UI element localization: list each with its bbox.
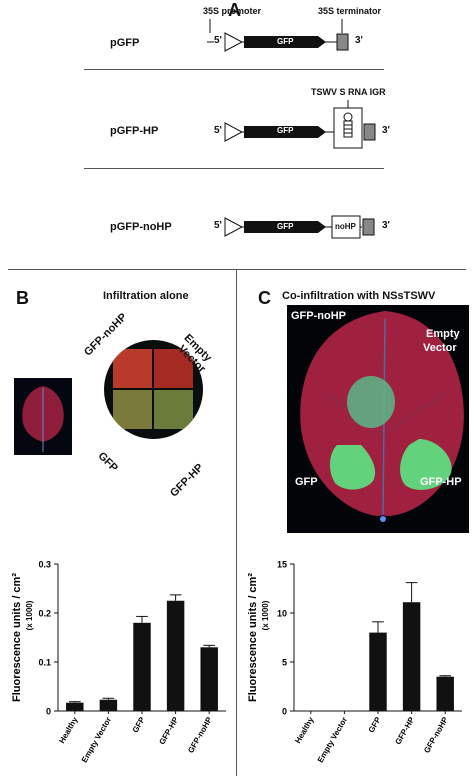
gfp-arrow (244, 126, 326, 138)
x-tick-label: GFP (367, 715, 383, 734)
gfp-arrow (244, 221, 326, 233)
y-axis-label: Fluorescence units / cm² (247, 573, 259, 702)
panel-b-title: Infiltration alone (103, 290, 189, 302)
construct-diagram-pgfp (207, 19, 349, 52)
construct-name-pgfp: pGFP (110, 37, 140, 49)
y-tick-label: 0 (282, 707, 287, 717)
x-tick-label: GFP-noHP (186, 715, 214, 755)
panel-c-letter: C (258, 288, 271, 308)
hairpin-loop-icon (343, 112, 353, 122)
promoter-triangle (224, 217, 244, 237)
y-tick-label: 0.3 (38, 560, 51, 570)
x-tick-label: GFP-HP (393, 715, 416, 746)
y-tick-label: 0.2 (38, 609, 51, 619)
bar (66, 702, 84, 711)
bar (436, 676, 454, 711)
x-tick-label: Empty Vector (316, 716, 349, 765)
construct-diagram-pgfp-nohp (224, 215, 375, 239)
leaf-label-gfp-nohp: GFP-noHP (291, 310, 346, 322)
divider-a1 (84, 69, 384, 70)
promoter-triangle (224, 32, 244, 52)
coinfiltrated-leaf-photo (287, 305, 469, 533)
terminator-label: 35S terminator (318, 6, 382, 16)
five-prime-label: 5' (214, 220, 222, 231)
promoter-label: 35S promoter (203, 6, 262, 16)
gfp-label: GFP (277, 37, 294, 46)
y-tick-label: 0.1 (38, 658, 51, 668)
spot-gfp (329, 445, 376, 490)
x-tick-label: GFP (131, 715, 147, 734)
three-prime-label: 3' (382, 220, 390, 231)
construct-name-pgfp-nohp: pGFP-noHP (110, 221, 172, 233)
leaf-label-gfp: GFP (295, 476, 318, 488)
bar (369, 632, 387, 711)
petri-dish-photo (104, 340, 203, 439)
x-tick-label: Healthy (293, 715, 316, 745)
y-axis-sublabel: (x 1000) (261, 600, 270, 630)
dish-label-gfp-hp: GFP-HP (168, 461, 206, 500)
gfp-arrow (244, 36, 326, 48)
five-prime-label: 5' (214, 35, 222, 46)
y-tick-label: 0 (46, 707, 51, 717)
three-prime-label: 3' (355, 35, 363, 46)
nohp-box (331, 215, 361, 239)
y-axis-label: Fluorescence units / cm² (11, 573, 23, 702)
bar (166, 600, 185, 711)
leaf-label-vector: Vector (423, 342, 457, 354)
panel-b-letter: B (16, 288, 29, 308)
gfp-label: GFP (277, 126, 294, 135)
x-tick-label: GFP-noHP (422, 715, 450, 755)
terminator-box (336, 33, 349, 51)
quadrant-gfp (113, 390, 152, 429)
construct-name-pgfp-hp: pGFP-HP (110, 125, 159, 137)
x-tick-label: Empty Vector (80, 716, 113, 765)
spot-gfp-hp (400, 439, 452, 490)
leaf-label-gfp-hp: GFP-HP (420, 476, 462, 488)
divider-a2 (84, 168, 384, 169)
five-prime-label: 5' (214, 125, 222, 136)
x-tick-label: GFP-HP (157, 715, 180, 746)
divider-vertical (236, 269, 237, 776)
divider-horizontal (8, 269, 466, 270)
leaf-label-empty: Empty (426, 328, 460, 340)
y-axis-sublabel: (x 1000) (25, 600, 34, 630)
promoter-triangle (224, 122, 244, 142)
construct-diagram-pgfp-hp (224, 100, 376, 149)
terminator-box (363, 123, 376, 141)
panel-a-letter: A (228, 0, 241, 20)
bar (200, 647, 218, 711)
dish-label-gfp: GFP (95, 450, 120, 475)
bar (402, 602, 421, 711)
spot-gfp-nohp (347, 376, 395, 428)
three-prime-label: 3' (382, 125, 390, 136)
y-tick-label: 5 (282, 658, 287, 668)
petiole-glow (380, 516, 386, 522)
y-tick-label: 15 (277, 560, 287, 570)
bar (99, 699, 118, 711)
nohp-label: noHP (335, 222, 356, 231)
quadrant-empty-vector (154, 349, 193, 388)
y-tick-label: 10 (277, 609, 287, 619)
x-tick-label: Healthy (57, 715, 80, 745)
quadrant-gfp-nohp (113, 349, 152, 388)
single-leaf-photo (14, 378, 72, 455)
quadrant-gfp-hp (154, 390, 193, 429)
gfp-label: GFP (277, 222, 294, 231)
bar (133, 622, 151, 711)
panel-c-title: Co-infiltration with NSsTSWV (282, 290, 436, 302)
igr-label: TSWV S RNA IGR (311, 87, 386, 97)
terminator-box (362, 218, 375, 236)
